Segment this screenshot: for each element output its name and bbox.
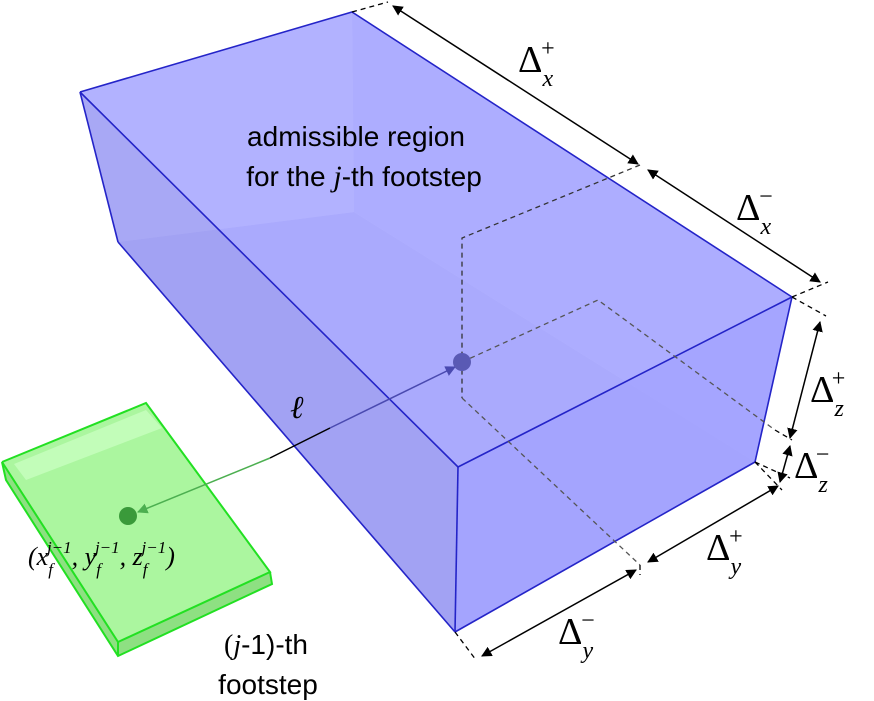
previous-footstep-label-line2: footstep — [218, 669, 318, 700]
delta-z-plus-label: Δz+ — [810, 366, 845, 422]
ell-connector — [137, 366, 456, 514]
box-left-face — [80, 92, 458, 632]
arrow-dy-minus — [481, 569, 637, 657]
box-edge — [754, 296, 793, 463]
region-center-point — [453, 353, 471, 371]
region-label-line2: for the j-th footstep — [246, 160, 482, 193]
arrow-dx-plus — [392, 5, 639, 165]
dimension-guides — [351, 1, 829, 661]
center-dashed-lines — [461, 164, 641, 398]
delta-x-minus-label: Δx− — [736, 184, 773, 240]
slab-top-face — [2, 403, 270, 642]
box-front-face — [455, 297, 792, 632]
region-label-line1: admissible region — [247, 121, 465, 152]
previous-footstep-label-line1: (j-1)-th — [224, 629, 308, 661]
previous-footstep-slab — [1, 401, 274, 658]
center-dashed-lines-inner — [461, 299, 776, 431]
slab-highlight — [14, 410, 162, 480]
dimension-arrows — [392, 5, 823, 657]
ell-label: ℓ — [290, 389, 304, 425]
delta-x-plus-label: Δx+ — [518, 36, 555, 92]
delta-y-plus-label: Δy+ — [706, 524, 743, 580]
previous-footstep-point — [119, 507, 137, 525]
center-dashed-lines-lower — [461, 397, 641, 566]
arrow-dz-plus — [787, 320, 823, 440]
box-edge — [79, 91, 119, 243]
delta-z-minus-label: Δz− — [794, 442, 829, 498]
box-top-face — [80, 12, 792, 467]
slab-right-face — [118, 572, 272, 656]
arrow-dy-plus — [647, 485, 779, 563]
arrow-dz-minus — [777, 444, 793, 484]
delta-y-minus-label: Δy− — [558, 608, 595, 664]
arrow-dx-minus — [647, 169, 821, 283]
slab-front-face — [2, 462, 118, 656]
coordinate-label: (xfj−1, yfj−1, zfj−1) — [28, 538, 175, 579]
admissible-region-box — [79, 11, 794, 633]
box-edge — [117, 241, 456, 633]
box-edge — [454, 466, 459, 633]
